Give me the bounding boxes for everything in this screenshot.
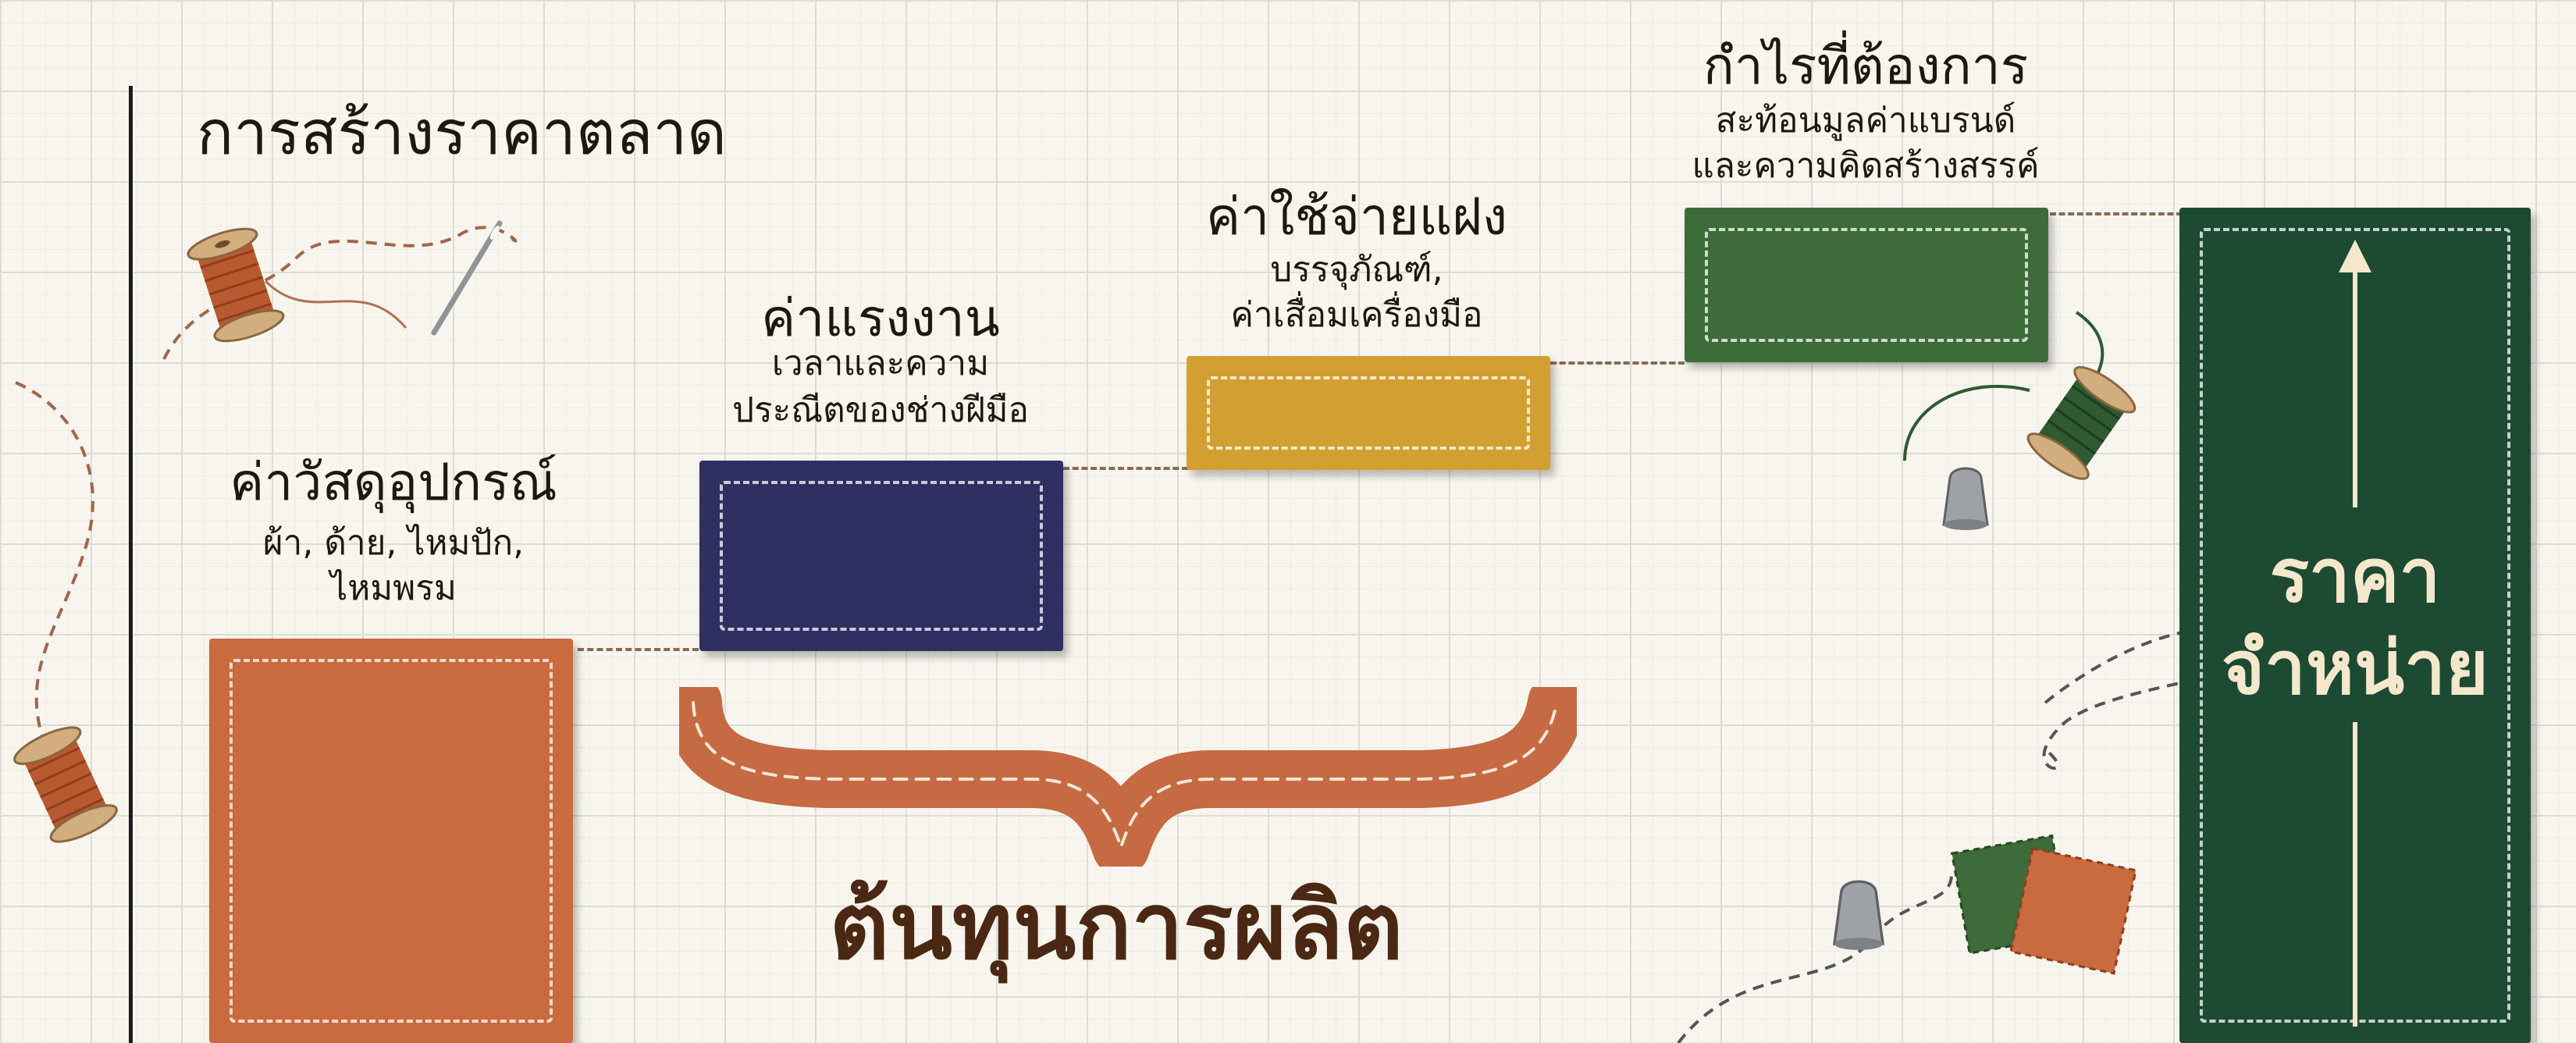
arrow-up-icon [2339,240,2371,1027]
axis-line [129,86,133,1043]
profit-detail-line-1: สะท้อนมูลค่าแบรนด์ [1715,101,2016,141]
profit-detail-line-2: และความคิดสร้างสรรค์ [1692,146,2040,186]
thread-top-left [162,226,518,360]
diagram-title: การสร้างราคาตลาด [197,98,727,169]
connector-overhead-profit [1550,361,1685,365]
connector-materials-labor [578,648,699,651]
needle-icon [431,220,503,336]
thimble-icon [1942,467,1989,530]
overhead-detail-line-1: บรรจุภัณฑ์, [1270,250,1443,290]
materials-label: ค่าวัสดุอุปกรณ์ [229,452,557,512]
labor-detail-line-1: เวลาและความ [771,344,990,383]
thread-spool-tail [264,279,407,329]
brace-icon [679,687,1577,867]
thimble-icon-bottom [1832,880,1885,950]
overhead-detail-line-2: ค่าเสื่อมเครื่องมือ [1230,295,1483,335]
thread-spool-icon [187,227,285,343]
labor-block [699,461,1063,651]
profit-block [1685,208,2048,362]
fabric-swatch-icon [1950,834,2137,975]
overhead-label: ค่าใช้จ่ายแฝง [1205,187,1508,247]
thread-spool-icon-left [13,726,118,843]
thread-spool-green-icon [2026,365,2137,480]
production-cost-label: ต้นทุนการผลิต [829,872,1404,980]
selling-price-label: ราคา จำหน่าย [2184,531,2526,715]
connector-labor-overhead [1063,467,1188,470]
labor-detail-line-2: ประณีตของช่างฝีมือ [732,390,1029,430]
overhead-block [1187,356,1550,470]
materials-detail-line-2: ไหมพรม [330,568,457,608]
selling-price-line-1: ราคา [2269,534,2441,619]
thread-bottom-right [1677,874,1953,1043]
profit-label: กำไรที่ต้องการ [1703,36,2029,96]
thread-left [15,381,94,750]
selling-price-line-2: จำหน่าย [2222,626,2489,711]
materials-block [209,639,573,1043]
labor-label: ค่าแรงงาน [761,288,1000,348]
materials-detail-line-1: ผ้า, ด้าย, ไหมปัก, [262,523,525,563]
connector-profit-price [2050,212,2183,215]
